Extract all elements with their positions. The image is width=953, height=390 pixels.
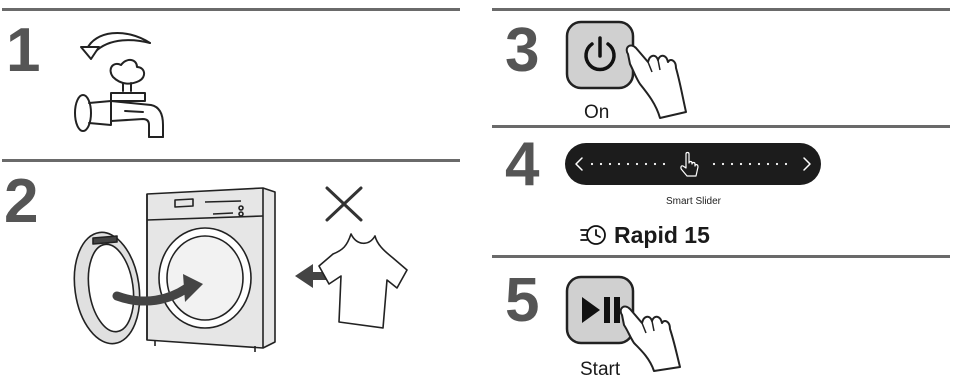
rapid-program-icon	[580, 222, 608, 248]
slider-caption: Smart Slider	[666, 196, 721, 207]
slider-track-glyphs	[565, 143, 821, 185]
start-caption: Start	[580, 360, 620, 380]
step-number-4: 4	[505, 134, 539, 196]
step-number-5: 5	[505, 270, 539, 332]
start-pause-button-icon[interactable]	[564, 275, 704, 370]
step-1-divider	[2, 8, 460, 11]
step-number-1: 1	[6, 20, 40, 82]
step-4-divider	[492, 125, 950, 128]
program-label: Rapid 15	[614, 222, 710, 249]
step-5-divider	[492, 255, 950, 258]
step-number-3: 3	[505, 20, 539, 82]
power-caption: On	[584, 103, 609, 123]
step-2-divider	[2, 159, 460, 162]
water-tap-icon	[65, 25, 175, 145]
step-number-2: 2	[4, 171, 38, 233]
washing-machine-icon	[65, 180, 365, 355]
step-3-divider	[492, 8, 950, 11]
